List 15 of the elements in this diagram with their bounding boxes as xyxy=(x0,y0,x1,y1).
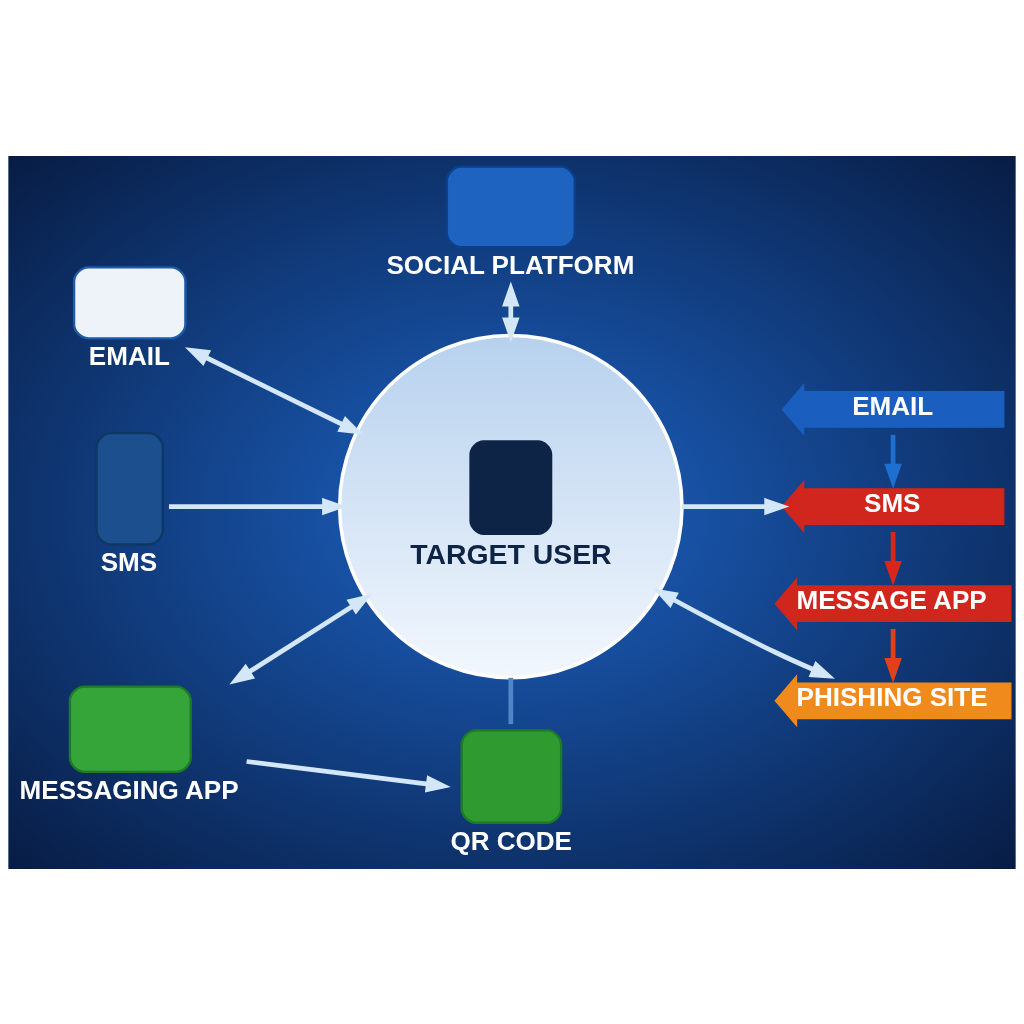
connector xyxy=(508,677,514,724)
node-label: SMS xyxy=(100,546,158,577)
arrow xyxy=(184,346,364,435)
node-label: EMAIL xyxy=(88,340,170,371)
node-label: MESSAGING APP xyxy=(19,774,239,805)
arrow xyxy=(652,587,835,679)
arrow xyxy=(681,497,790,515)
arrow xyxy=(229,593,373,684)
node-label: QR CODE xyxy=(450,825,572,856)
arrow xyxy=(502,281,520,343)
arrow xyxy=(884,628,902,683)
arrow xyxy=(884,434,902,489)
arrow xyxy=(884,531,902,586)
arrow xyxy=(246,758,451,793)
node-label: SOCIAL PLATFORM xyxy=(386,249,635,280)
